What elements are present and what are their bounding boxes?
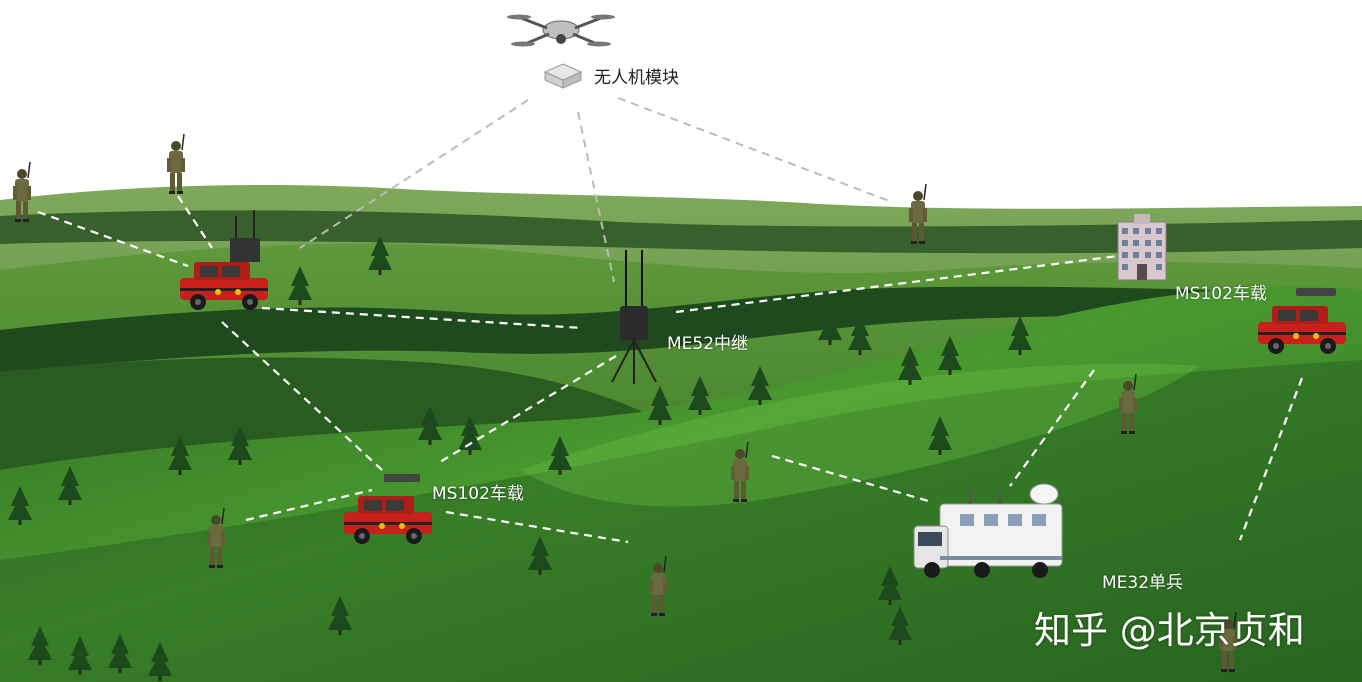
vehicle-right-label: MS102车载	[1175, 284, 1267, 304]
soldier-label: ME32单兵	[1102, 573, 1184, 593]
building-icon	[1117, 214, 1167, 281]
satellite-truck-icon	[913, 483, 1063, 578]
watermark: 知乎 @北京贞和	[1034, 609, 1305, 652]
drone-icon	[507, 14, 615, 47]
radio-module-icon	[543, 63, 583, 89]
relay-label: ME52中继	[667, 334, 749, 354]
jeep-icon	[344, 474, 432, 544]
drone-module-label: 无人机模块	[594, 68, 679, 88]
relay-tower-icon	[611, 250, 657, 384]
vehicle-left-label: MS102车载	[432, 484, 524, 504]
jeep-icon	[180, 210, 268, 310]
